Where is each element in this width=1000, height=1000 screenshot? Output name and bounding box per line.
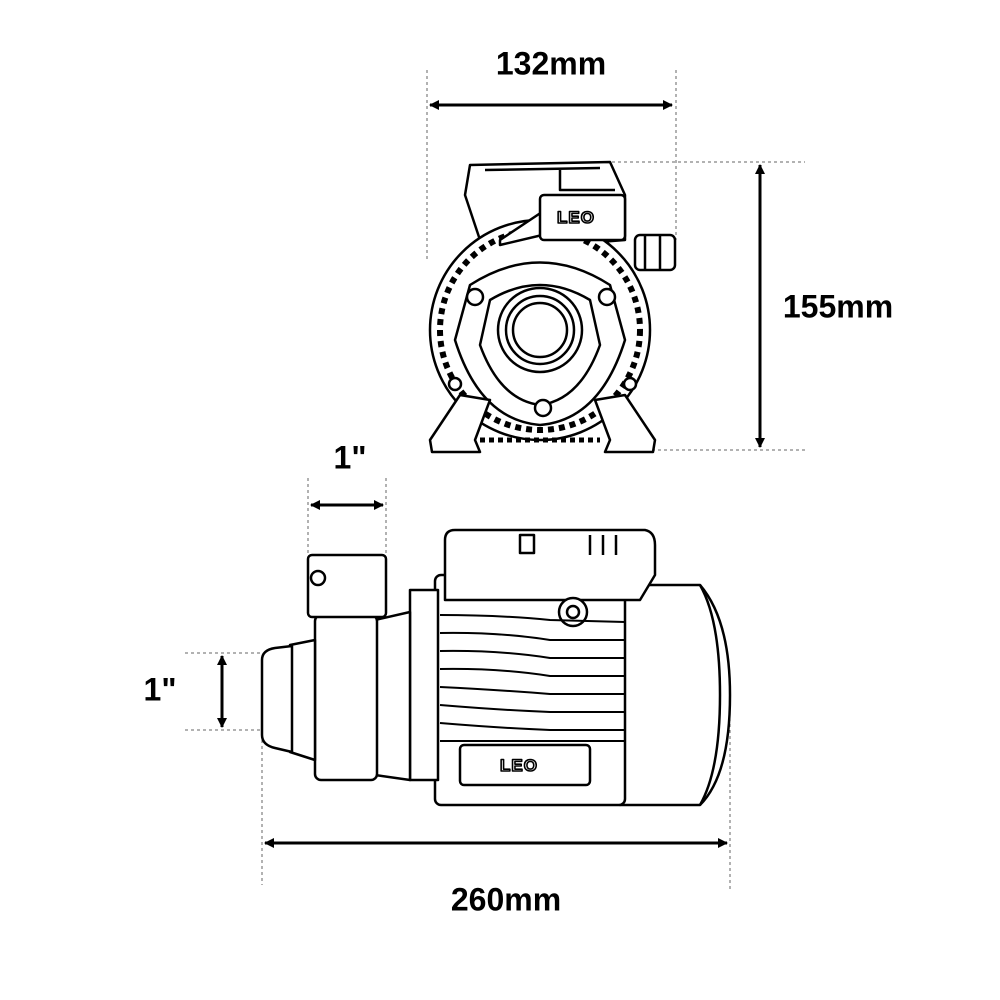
outlet-size-label: 1" — [333, 439, 367, 476]
height-label: 155mm — [782, 288, 894, 325]
dimension-lines — [185, 70, 805, 890]
width-label: 132mm — [495, 45, 607, 82]
side-logo: LEO — [500, 756, 538, 775]
pump-side-view: LEO — [260, 528, 732, 807]
front-logo: LEO — [557, 208, 595, 227]
inlet-size-label: 1" — [143, 671, 177, 708]
pump-front-view: LEO — [428, 160, 677, 454]
length-label: 260mm — [450, 881, 562, 918]
